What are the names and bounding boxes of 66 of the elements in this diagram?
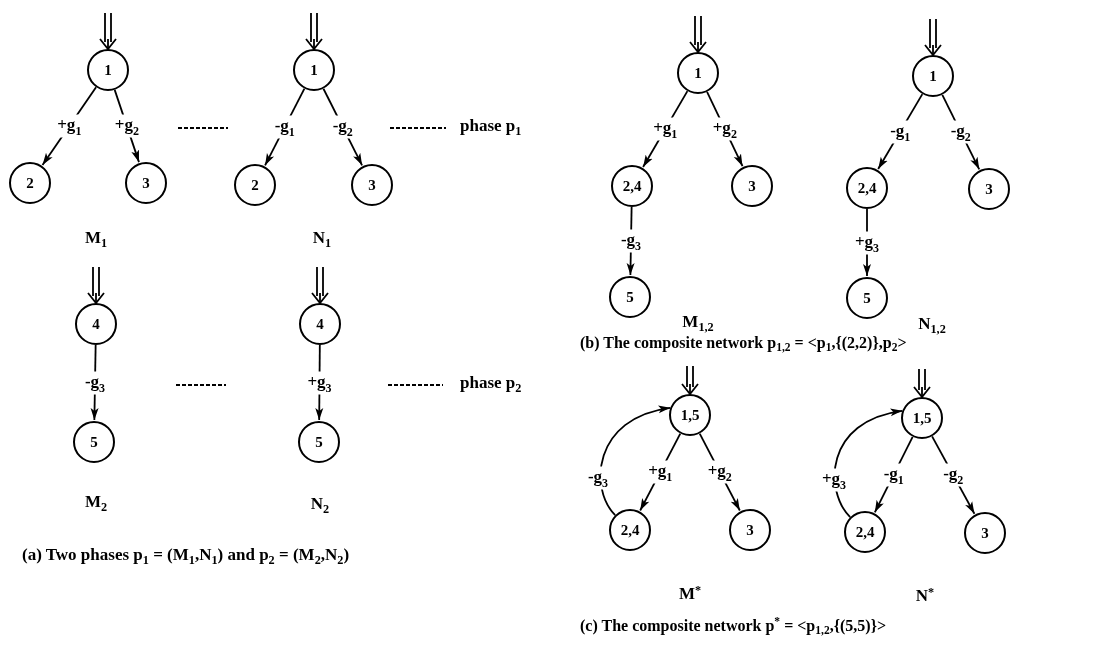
edge-label: +g$_{3}$: [820, 468, 848, 492]
double-arrow: [99, 12, 117, 50]
edge-label: +g$_{2}$: [113, 114, 140, 138]
edge-label: -g$_{2}$: [949, 120, 972, 144]
edge-label: +g$_{1}$: [647, 460, 674, 484]
state-circle: 1: [87, 49, 129, 91]
edge-label: +g$_{2}$: [711, 117, 738, 141]
label: phase p$_{2}$: [460, 374, 522, 396]
state-circle: 5: [298, 421, 340, 463]
state-circle: 3: [729, 509, 771, 551]
state-circle: 3: [968, 168, 1010, 210]
state-circle: 1: [293, 49, 335, 91]
arrow: [941, 93, 981, 171]
edge-label: +g$_{3}$: [853, 231, 881, 254]
edge-label: -g$_{1}$: [882, 463, 905, 487]
arrow: [599, 406, 672, 517]
edge-label: -g$_{3}$: [619, 229, 643, 253]
arrow: [90, 344, 99, 421]
caption: (c) The composite network p$^{*}$ = <p$_{1,2}$,{(5,5)}>: [580, 615, 887, 637]
state-circle: 4: [75, 303, 117, 345]
double-arrow: [689, 15, 707, 53]
caption: (a) Two phases p$_{1}$ = (M$_{1}$,N$_{1}$) and p$_{2}$ = (M$_{2}$,N$_{2}$): [22, 546, 350, 568]
caption: (b) The composite network p$_{1,2}$ = <p$_{1}$,{(2,2)},p$_{2}$>: [580, 333, 907, 355]
state-circle: 2: [234, 164, 276, 206]
state-circle: 5: [609, 276, 651, 318]
label: N$_{1,2}$: [918, 315, 946, 337]
edge-label: +g$_{1}$: [652, 117, 679, 141]
edge-label: -g$_{2}$: [942, 463, 965, 487]
state-circle: 1: [912, 55, 954, 97]
state-circle: 1,5: [901, 397, 943, 439]
state-circle: 2,4: [846, 167, 888, 209]
state-circle: 5: [846, 277, 888, 319]
edge-label: +g$_{2}$: [706, 460, 733, 484]
double-arrow: [924, 18, 942, 56]
edge-label: +g$_{1}$: [56, 114, 83, 138]
edge-label: -g$_{3}$: [83, 371, 107, 394]
edge-label: -g$_{3}$: [586, 466, 610, 490]
state-circle: 2: [9, 162, 51, 204]
state-circle: 3: [125, 162, 167, 204]
state-circle: 3: [351, 164, 393, 206]
state-circle: 4: [299, 303, 341, 345]
double-arrow: [311, 266, 329, 304]
double-arrow: [913, 368, 931, 398]
edge-label: +g$_{3}$: [306, 371, 333, 394]
state-circle: 3: [731, 165, 773, 207]
double-arrow: [87, 266, 105, 304]
label: N$^{*}$: [915, 585, 935, 607]
edge-label: -g$_{2}$: [331, 115, 354, 139]
state-circle: 3: [964, 512, 1006, 554]
double-arrow: [305, 12, 323, 50]
label: M$^{*}$: [678, 583, 702, 605]
label: M$_{2}$: [84, 493, 108, 515]
state-circle: 2,4: [844, 511, 886, 553]
label: phase p$_{1}$: [460, 117, 522, 139]
state-circle: 2,4: [611, 165, 653, 207]
edge-label: -g$_{1}$: [889, 120, 912, 144]
state-circle: 2,4: [609, 509, 651, 551]
state-circle: 1: [677, 52, 719, 94]
state-circle: 5: [73, 421, 115, 463]
label: M$_{1,2}$: [682, 313, 714, 335]
label: M$_{1}$: [84, 229, 108, 251]
label: N$_{1}$: [312, 229, 332, 251]
state-circle: 1,5: [669, 394, 711, 436]
label: N$_{2}$: [310, 495, 330, 517]
double-arrow: [681, 365, 699, 395]
edge-label: -g$_{1}$: [273, 115, 296, 139]
